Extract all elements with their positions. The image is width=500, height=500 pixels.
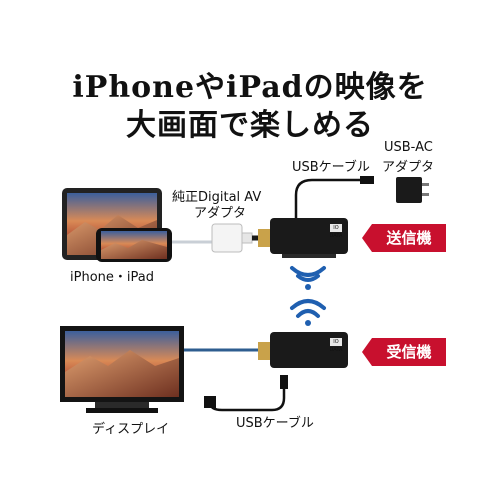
usb-cable-label-top: USBケーブル bbox=[292, 160, 370, 175]
receiver-logo: IO DATA bbox=[329, 339, 343, 353]
display-label: ディスプレイ bbox=[92, 422, 170, 437]
transmitter-device bbox=[270, 218, 348, 258]
usb-ac-adapter bbox=[396, 177, 429, 203]
usb-ac-adapter-label-1: USB-AC bbox=[384, 140, 433, 155]
hdmi-plug-top bbox=[258, 229, 272, 247]
headline-line-2: 大画面で楽しめる bbox=[126, 108, 374, 143]
usb-plug-top bbox=[360, 176, 374, 184]
digital-av-adapter-label-1: 純正Digital AV bbox=[172, 190, 262, 205]
digital-av-adapter-label-2: アダプタ bbox=[194, 206, 247, 221]
wifi-signal-up bbox=[290, 299, 326, 326]
headline-line-1: iPhoneやiPadの映像を bbox=[72, 70, 428, 105]
usb-ac-adapter-label-2: アダプタ bbox=[382, 160, 435, 175]
usb-plug-bottom bbox=[280, 375, 288, 389]
transmitter-logo: IO DATA bbox=[329, 225, 343, 239]
hdmi-plug-bottom bbox=[258, 342, 272, 360]
digital-av-adapter bbox=[211, 223, 253, 253]
iphone-device bbox=[96, 228, 172, 262]
receiver-badge: 受信機 bbox=[362, 338, 446, 366]
transmitter-badge: 送信機 bbox=[362, 224, 446, 252]
receiver-device bbox=[270, 332, 348, 368]
tv-display bbox=[60, 326, 184, 413]
iphone-ipad-label: iPhone・iPad bbox=[70, 270, 154, 285]
wifi-signal-down bbox=[290, 266, 326, 290]
usb-cable-label-bottom: USBケーブル bbox=[236, 416, 314, 431]
